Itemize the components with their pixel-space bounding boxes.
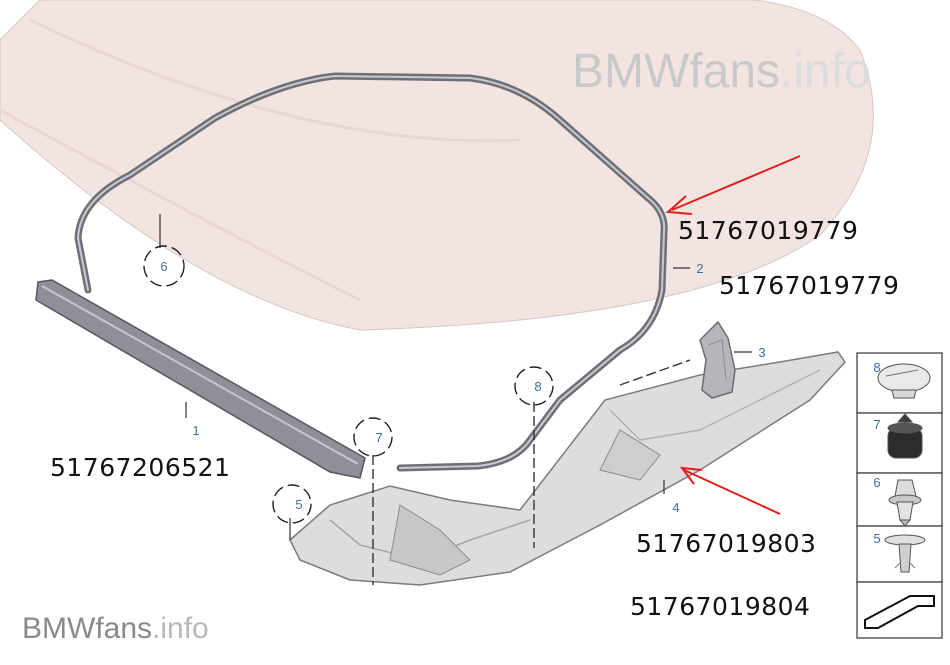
callout-circle-7 bbox=[353, 417, 393, 457]
callout-7: 7 bbox=[375, 430, 382, 445]
part-number-label: 51767019804 bbox=[630, 592, 811, 621]
hood-panel bbox=[0, 0, 874, 331]
watermark-top: BMWfans.info bbox=[572, 45, 871, 98]
legend-number-8: 8 bbox=[873, 360, 880, 375]
hood-highlight bbox=[0, 18, 521, 302]
part-number-label: 51767206521 bbox=[50, 453, 231, 482]
bracket-part-3 bbox=[699, 320, 736, 399]
part-number-label: 51767019779 bbox=[719, 271, 900, 300]
callout-4: 4 bbox=[672, 500, 679, 515]
legend-number-7: 7 bbox=[873, 417, 880, 432]
callout-2: 2 bbox=[696, 261, 703, 276]
watermark-bottom: BMWfans.info bbox=[22, 612, 209, 645]
callout-6: 6 bbox=[160, 259, 167, 274]
legend-number-6: 6 bbox=[873, 475, 880, 490]
legend-number-5: 5 bbox=[873, 531, 880, 546]
callout-5: 5 bbox=[295, 497, 302, 512]
callout-3: 3 bbox=[758, 345, 765, 360]
callout-1: 1 bbox=[192, 423, 199, 438]
legend-art bbox=[864, 363, 935, 629]
callout-circle-5 bbox=[272, 484, 312, 524]
part-number-label: 51767019779 bbox=[678, 216, 859, 245]
part-number-label: 51767019803 bbox=[636, 529, 817, 558]
callout-8: 8 bbox=[534, 379, 541, 394]
callout-circle-6 bbox=[143, 245, 185, 287]
callout-circle-8 bbox=[514, 366, 554, 406]
